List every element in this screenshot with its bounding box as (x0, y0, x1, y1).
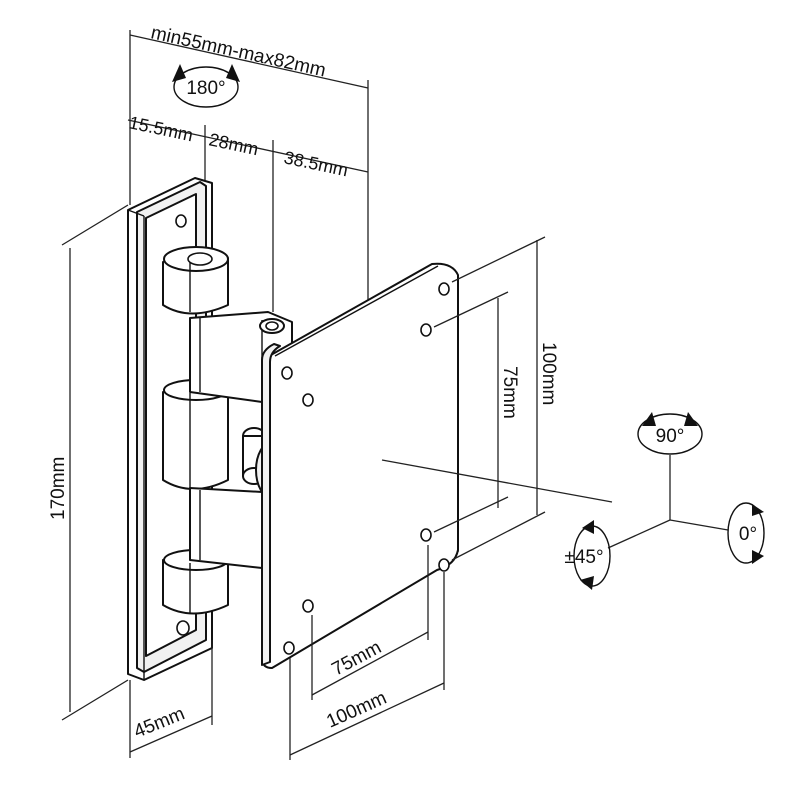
seg-1-label: 15.5mm (127, 112, 195, 145)
vesa-hole-1 (281, 366, 293, 380)
vesa-v-inner-label: 75mm (499, 366, 520, 419)
height-label: 170mm (48, 457, 69, 520)
pan-rotation-symbol: 90° (637, 412, 703, 455)
vesa-horizontal-dimension-lines (289, 545, 445, 760)
swivel-rotation-symbol: 180° (172, 64, 240, 108)
axis-lines (381, 455, 729, 549)
vesa-vertical-dimension-lines (433, 236, 546, 561)
seg-2-label: 28mm (207, 129, 260, 159)
vesa-hole-6 (283, 641, 295, 655)
tilt-label: ±45° (564, 547, 603, 568)
vesa-hole-5 (302, 599, 314, 613)
tilt-rotation-symbol: ±45° (564, 520, 611, 590)
base-width-dimension-lines (129, 640, 213, 758)
base-width-label: 45mm (131, 703, 188, 742)
vesa-v-outer-label: 100mm (538, 342, 559, 405)
plate-hole-top (175, 214, 187, 228)
vesa-hole-4 (438, 282, 450, 296)
pan-label: 90° (656, 426, 685, 447)
vesa-hole-2 (302, 393, 314, 407)
seg-3-label: 38.5mm (282, 147, 350, 180)
rotate-label: 0° (739, 524, 757, 545)
vesa-hole-8 (438, 558, 450, 572)
swivel-label: 180° (186, 78, 225, 99)
vesa-hole-7 (420, 528, 432, 542)
height-dimension-lines (61, 204, 129, 721)
vesa-h-inner-label: 75mm (328, 637, 384, 680)
depth-range-label: min55mm-max82mm (149, 22, 328, 81)
vesa-h-outer-label: 100mm (323, 688, 389, 733)
rotate-symbol: 0° (727, 502, 765, 564)
vesa-plate (261, 262, 459, 669)
plate-hole-bottom (176, 620, 190, 636)
vesa-hole-3 (420, 323, 432, 337)
